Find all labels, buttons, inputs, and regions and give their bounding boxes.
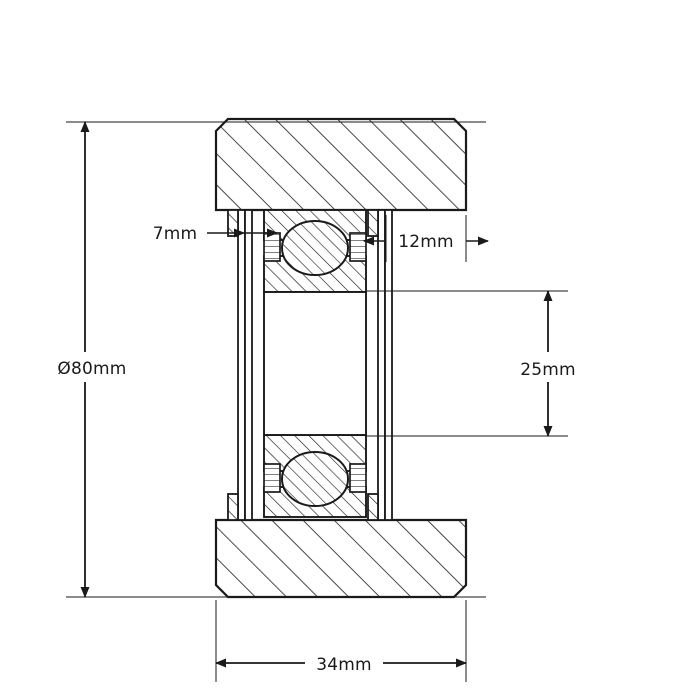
seal-strip-upper-right	[349, 232, 367, 262]
flange-tab-top-right	[367, 209, 379, 237]
bearing-lower	[263, 434, 367, 518]
ball-bottom	[281, 451, 349, 507]
seal-strip-lower-right	[349, 463, 367, 493]
dimension-bore-diameter: 25mm	[366, 290, 583, 437]
sleeve-right-outer-wall	[384, 209, 393, 521]
sleeve-right-inner-wall	[377, 209, 386, 521]
dim-label-flange-width: 7mm	[153, 224, 198, 244]
body-bottom-hatch-fill	[216, 520, 466, 597]
bearing-upper-seals	[263, 232, 367, 262]
dim-label-outer-diameter: Ø80mm	[57, 359, 126, 379]
dim-label-bg-od	[50, 352, 136, 382]
sleeve-left-outer-wall	[237, 209, 246, 521]
dimension-overall-width: 34mm	[215, 600, 467, 682]
sleeve-left-inner-wall	[244, 209, 253, 521]
bearing-upper	[263, 209, 367, 293]
dim-label-bore-diameter: 25mm	[520, 360, 576, 380]
bearing-upper-ball	[281, 220, 349, 276]
dimension-bearing-width: 12mm	[363, 215, 489, 262]
bearing-lower-ball	[281, 451, 349, 507]
ball-top	[281, 220, 349, 276]
dimension-outer-diameter: Ø80mm	[50, 121, 486, 598]
seal-strip-lower-left	[263, 463, 281, 493]
dim-label-bg-bore	[513, 352, 583, 382]
bearing-lower-seals	[263, 463, 367, 493]
dimension-flange-width: 7mm	[153, 224, 278, 244]
body-top-outline	[214, 117, 468, 212]
inner-bore-cavity	[263, 291, 367, 436]
dim-label-bg-width	[305, 650, 383, 676]
bore-cavity-outline	[263, 291, 367, 436]
wheel-body-top-block	[214, 117, 468, 212]
dim-label-bearing-width: 12mm	[398, 232, 454, 252]
flange-tab-top-left	[227, 209, 239, 237]
body-top-hatch-fill	[216, 119, 466, 210]
dim-label-overall-width: 34mm	[316, 655, 372, 675]
flange-tab-bottom-right	[367, 493, 379, 521]
wheel-body-bottom-block	[214, 518, 468, 599]
retaining-flange-top	[227, 209, 379, 237]
seal-strip-upper-left	[263, 232, 281, 262]
inner-sleeve-assembly	[237, 209, 393, 521]
flange-tab-bottom-left	[227, 493, 239, 521]
retaining-flange-bottom	[227, 493, 379, 521]
wheel-body-outer	[214, 117, 468, 599]
